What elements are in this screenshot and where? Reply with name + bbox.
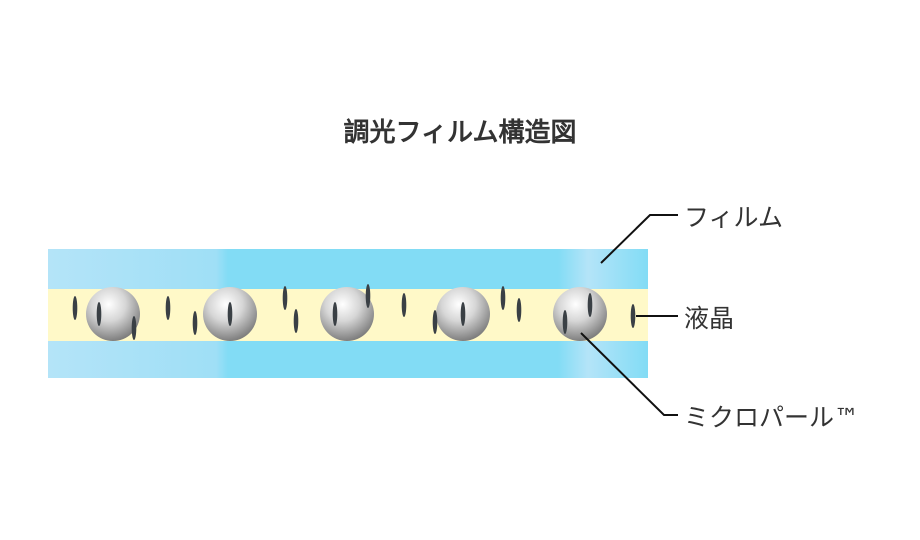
label-micropearl: ミクロパール™ [684,403,860,432]
liquid-crystal-molecule [192,311,198,335]
bottom-film-layer [48,341,648,378]
micropearl-leader-line [580,332,678,416]
top-film-layer [48,249,648,289]
liquid-crystal-molecule [96,302,102,326]
liquid-crystal-molecule [516,298,522,322]
liquid-crystal-molecule [131,316,137,340]
liquid-crystal-molecule [282,286,288,310]
liquid-crystal-molecule [562,310,568,334]
liquid-crystal-molecule [227,302,233,326]
film-leader-line [600,214,678,264]
liquid-crystal-molecule [500,286,506,310]
micropearl-sphere [553,287,607,341]
liquid-crystal-molecule [432,310,438,334]
liquid-crystal-molecule [293,309,299,333]
label-film: フィルム [684,203,784,232]
micropearl-sphere [86,287,140,341]
liquid-crystal-molecule [460,302,466,326]
liquid-crystal-molecule [165,296,171,320]
liquid-crystal-molecule [401,293,407,317]
diagram-title: 調光フィルム構造図 [343,118,577,148]
liquid-crystal-molecule [630,304,636,328]
liquid-crystal-molecule [72,296,78,320]
liquid-crystal-molecule [587,293,593,317]
liquid-crystal-molecule [332,302,338,326]
liquid-crystal-molecule [365,284,371,308]
micropearl-sphere [320,287,374,341]
label-liquid-crystal: 液晶 [684,304,735,333]
